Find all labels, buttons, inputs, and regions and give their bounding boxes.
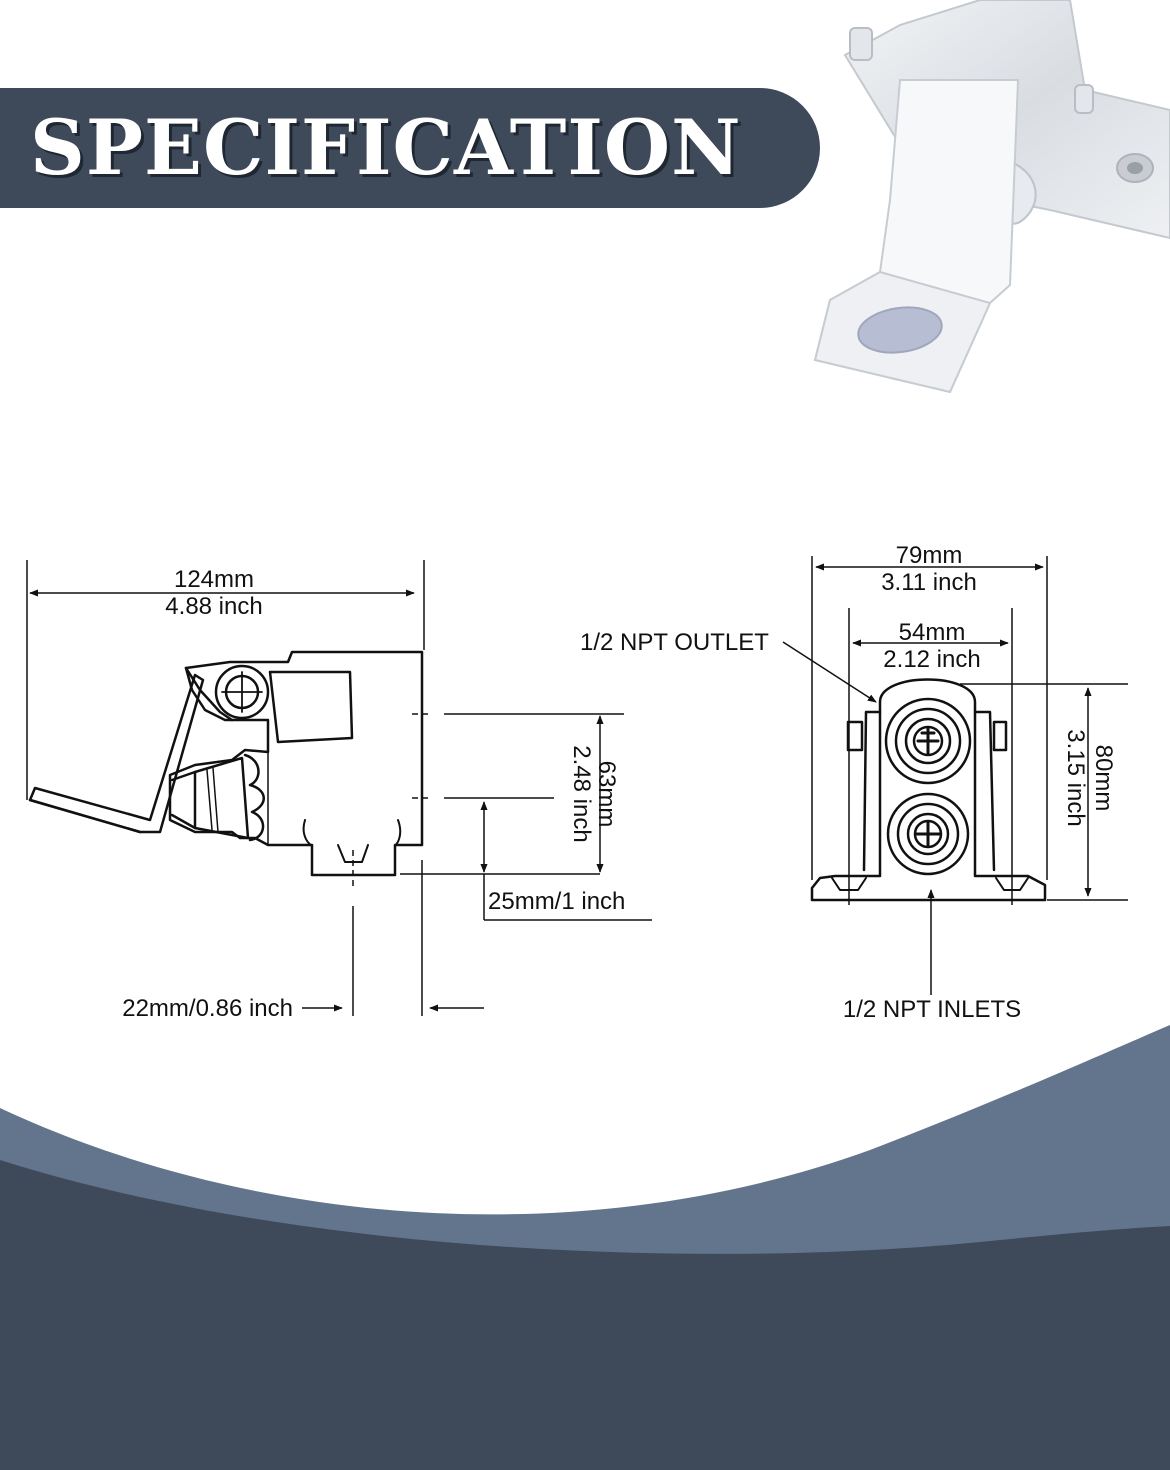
outlet-label: 1/2 NPT OUTLET [580,629,769,656]
page-title: SPECIFICATION [30,103,742,192]
front-height-mm: 80mm [1090,745,1117,812]
offset-label: 25mm/1 inch [488,888,625,915]
side-width-in: 4.88 inch [165,593,262,620]
front-inner-mm: 54mm [899,619,966,646]
bottom-band-dark [0,1160,1170,1470]
front-inner-in: 2.12 inch [883,646,980,673]
side-view-dimension-lines [26,560,652,1016]
depth-label: 22mm/0.86 inch [122,995,293,1022]
front-width-mm: 79mm [896,542,963,569]
side-width-mm: 124mm [174,566,254,593]
front-width-in: 3.11 inch [881,569,977,596]
front-view-drawing [810,678,1047,902]
side-height-mm: 63mm [593,761,620,828]
inlet-label: 1/2 NPT INLETS [843,996,1021,1023]
front-view-dimension-lines [782,556,1128,995]
side-height-in: 2.48 inch [568,745,595,842]
pedal-valve-photo [813,0,1170,394]
side-view-drawing [28,650,424,877]
front-height-in: 3.15 inch [1062,729,1089,826]
header-banner [0,88,820,208]
